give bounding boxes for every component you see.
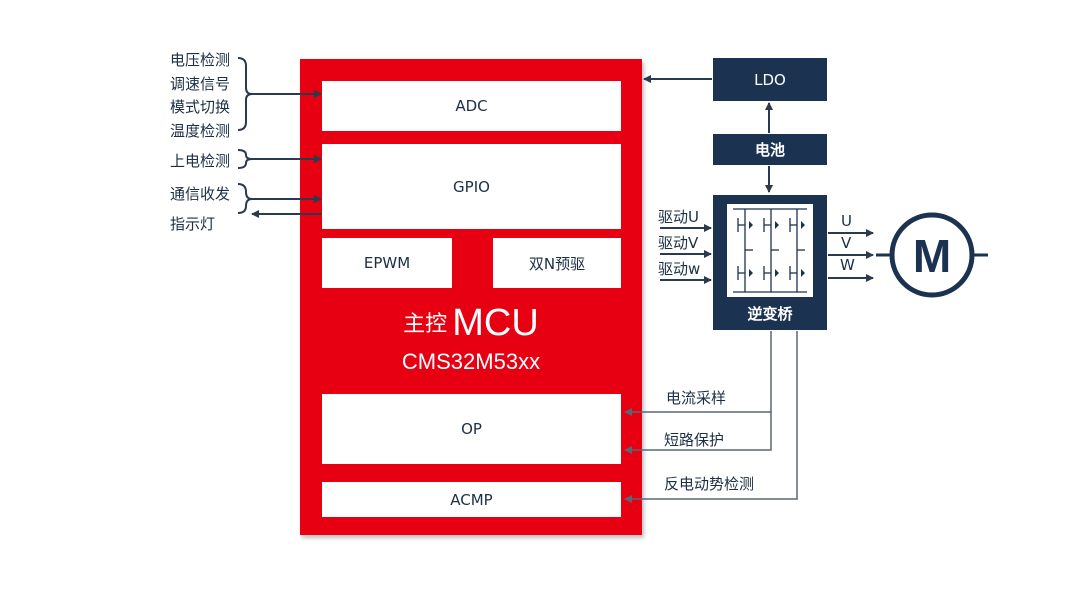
adc-input-label-2: 调速信号 (170, 75, 231, 93)
bemf-detection-line (624, 331, 798, 503)
battery-label: 电池 (754, 141, 785, 159)
current-sampling-label: 电流采样 (666, 389, 727, 407)
short-protection-label: 短路保护 (664, 431, 725, 449)
phase-w-label: W (840, 256, 855, 274)
predriver-block: 双N预驱 (493, 238, 621, 288)
phase-u-label: U (841, 212, 852, 230)
acmp-label: ACMP (450, 490, 493, 509)
comm-label: 通信收发 (170, 185, 231, 203)
drive-u-label: 驱动U (658, 208, 699, 226)
mcu-title-big: MCU (452, 302, 539, 344)
drive-v-label: 驱动V (658, 234, 699, 252)
epwm-label: EPWM (363, 254, 411, 272)
transistor-bridge-icon (727, 204, 813, 297)
gpio-label: GPIO (453, 177, 490, 196)
mcu-title-cn: 主控 (403, 312, 448, 337)
current-sampling-line (624, 331, 772, 416)
adc-input-label-1: 电压检测 (170, 51, 231, 69)
mcu-model: CMS32M53xx (401, 349, 541, 374)
drive-w-label: 驱动w (658, 260, 701, 278)
adc-input-label-3: 模式切换 (170, 98, 231, 116)
inverter-label: 逆变桥 (747, 305, 793, 323)
epwm-block: EPWM (322, 238, 452, 288)
indicator-label: 指示灯 (170, 215, 216, 233)
adc-label: ADC (455, 97, 488, 115)
adc-block: ADC (322, 81, 621, 131)
gpio-block: GPIO (322, 144, 621, 229)
op-block: OP (322, 394, 621, 464)
bemf-detection-label: 反电动势检测 (664, 475, 755, 493)
motor-letter: M (913, 230, 951, 282)
adc-input-label-4: 温度检测 (170, 122, 231, 140)
motor-icon (889, 212, 975, 298)
mcu-title: 主控 MCU (300, 302, 642, 345)
short-protection-line (624, 412, 772, 454)
ldo-box: LDO (713, 58, 827, 101)
power-on-brace (237, 149, 253, 169)
battery-box: 电池 (713, 134, 827, 165)
acmp-block: ACMP (322, 482, 621, 517)
comm-brace (237, 183, 253, 214)
power-on-detect-label: 上电检测 (170, 152, 231, 170)
predriver-label: 双N预驱 (528, 254, 586, 273)
ldo-label: LDO (754, 70, 786, 89)
op-label: OP (461, 420, 482, 438)
adc-input-brace (237, 57, 253, 131)
phase-v-label: V (841, 234, 852, 252)
